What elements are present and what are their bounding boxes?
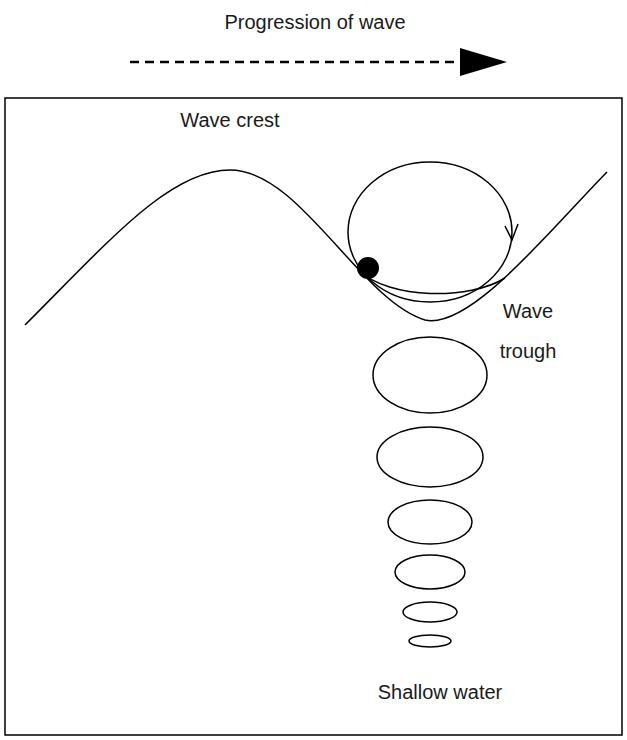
crest-label: Wave crest: [130, 108, 330, 132]
water-particle: [357, 257, 379, 279]
progression-arrow: [130, 48, 507, 76]
orbit-ellipses: [348, 162, 512, 647]
orbit-arrowhead: [505, 224, 518, 240]
frame: [5, 98, 622, 735]
trough-label: Wave trough: [478, 291, 578, 371]
depth-label: Shallow water: [290, 680, 590, 704]
arrow-caption: Progression of wave: [150, 10, 480, 34]
